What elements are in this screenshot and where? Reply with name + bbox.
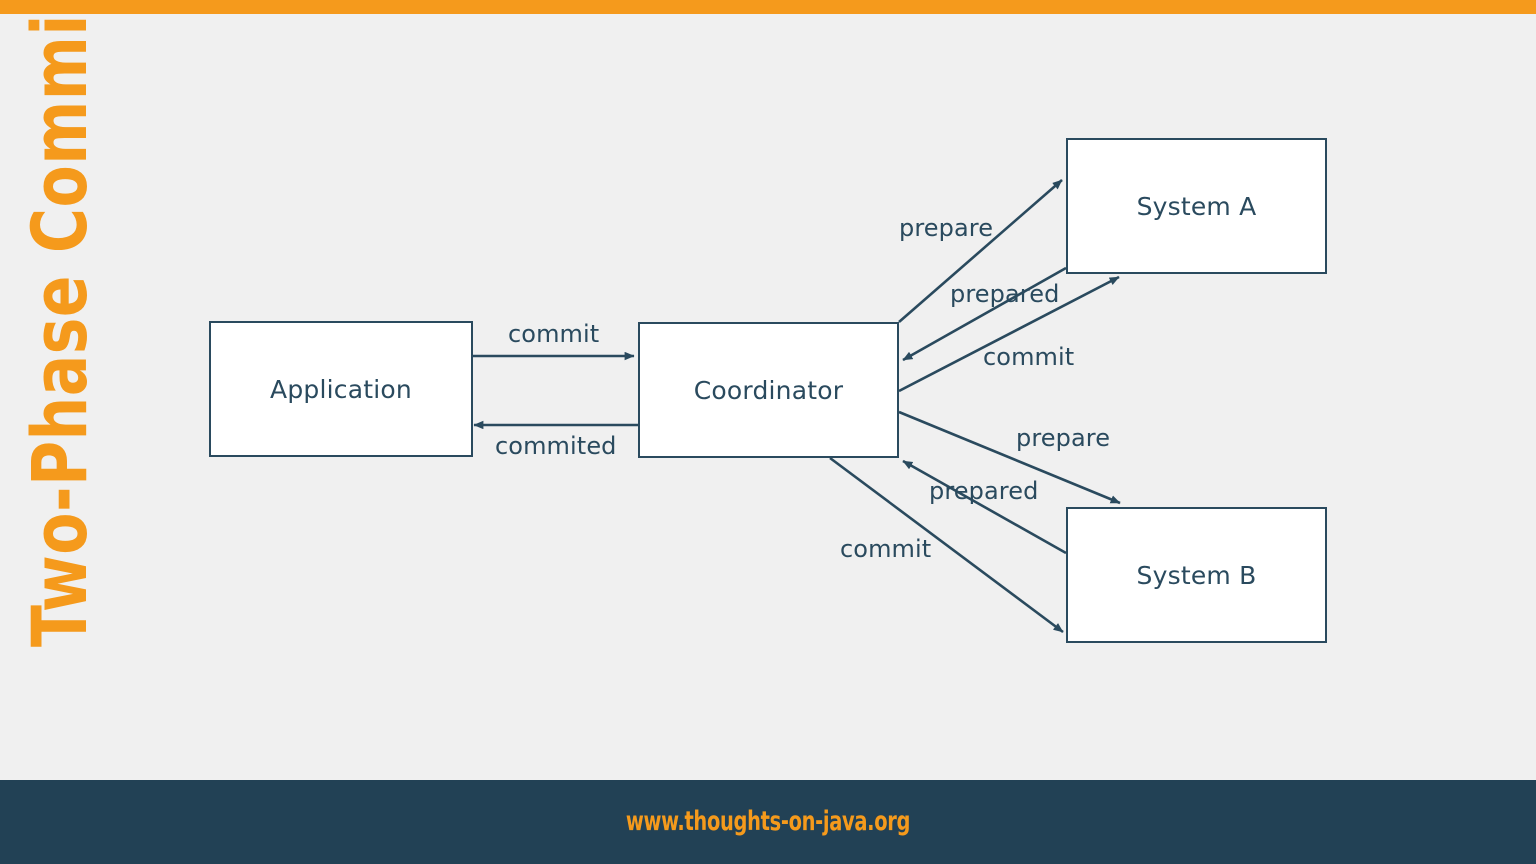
edge-label-commit-system-b: commit bbox=[840, 535, 932, 563]
node-coordinator[interactable]: Coordinator bbox=[638, 322, 899, 458]
edge-label-prepare-system-b: prepare bbox=[1016, 424, 1111, 452]
edge-label-commited-app: commited bbox=[495, 432, 617, 460]
edge-prepare-a bbox=[898, 179, 1063, 323]
edge-label-commit-system-a: commit bbox=[983, 343, 1075, 371]
edge-label-prepared-system-b: prepared bbox=[929, 477, 1039, 505]
edge-commit-b bbox=[829, 456, 1064, 634]
edge-label-prepared-system-a: prepared bbox=[950, 280, 1060, 308]
top-accent-bar bbox=[0, 0, 1536, 14]
node-system-b[interactable]: System B bbox=[1066, 507, 1327, 643]
node-system-a[interactable]: System A bbox=[1066, 138, 1327, 274]
edge-prepared-b bbox=[902, 459, 1067, 555]
footer-website-url[interactable]: www.thoughts-on-java.org bbox=[625, 806, 911, 837]
edge-label-commit-app: commit bbox=[508, 320, 600, 348]
edge-prepared-a bbox=[902, 266, 1067, 362]
footer-bar bbox=[0, 780, 1536, 864]
edge-prepare-b bbox=[898, 410, 1121, 505]
edge-label-prepare-system-a: prepare bbox=[899, 214, 994, 242]
edge-commit-a bbox=[898, 275, 1120, 393]
node-application[interactable]: Application bbox=[209, 321, 473, 457]
